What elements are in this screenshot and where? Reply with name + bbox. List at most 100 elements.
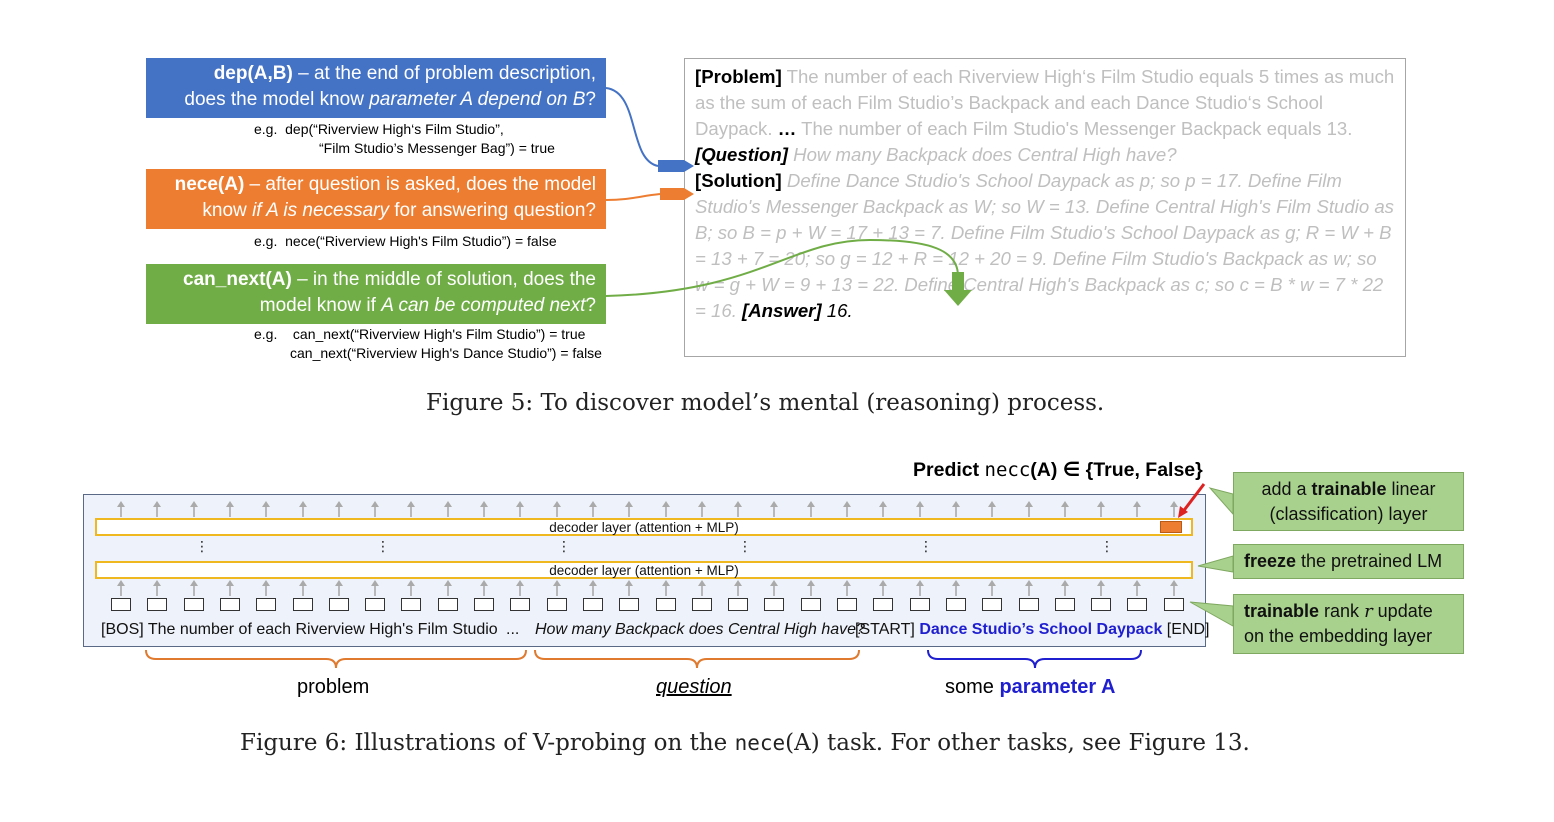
token-box [183, 598, 204, 611]
input-arrow-icon [334, 580, 343, 596]
nece-name: nece(A) [174, 174, 245, 195]
token-box [365, 598, 386, 611]
dep-arrow [658, 160, 694, 172]
rank-note-bold: trainable [1244, 601, 1320, 621]
token-box [546, 598, 567, 611]
output-arrow-icon [661, 501, 670, 517]
can-next-text-2a: model know if [259, 295, 382, 316]
output-arrow-icon [371, 501, 380, 517]
problem-tag: [Problem] [695, 66, 782, 87]
red-arrow-line [1180, 483, 1206, 514]
output-arrow-icon [552, 501, 561, 517]
predict-prefix: Predict [913, 459, 985, 481]
output-arrow-icon [189, 501, 198, 517]
solution-tag: [Solution] [695, 170, 782, 191]
dep-text-2a: does the model know [184, 89, 370, 110]
freeze-note-rest: the pretrained LM [1296, 551, 1443, 571]
answer-tag: [Answer] [742, 300, 822, 321]
output-arrow-icon [334, 501, 343, 517]
input-arrow-icon [915, 580, 924, 596]
token-box [945, 598, 966, 611]
output-arrow-icon [879, 501, 888, 517]
dep-name: dep(A,B) [213, 63, 293, 84]
can-next-definition-box: can_next(A) – in the middle of solution,… [146, 264, 606, 324]
can-next-example-1: e.g. can_next(“Riverview High's Film Stu… [254, 326, 586, 342]
token-box [474, 598, 494, 611]
parameter-label: some parameter A [945, 676, 1115, 699]
solution-text: Define Dance Studio's School Daypack as … [695, 170, 1394, 321]
predict-function: necc [984, 459, 1031, 481]
dep-example-1: e.g. dep(“Riverview High‘s Film Studio”, [254, 121, 504, 137]
nece-text-2b: if A is necessary [252, 200, 389, 221]
decoder-layer-top: decoder layer (attention + MLP) [95, 518, 1193, 536]
output-arrow-icon [588, 501, 597, 517]
input-arrow-icon [298, 580, 307, 596]
token-box [691, 598, 712, 611]
rank-update-note: trainable rank r update on the embedding… [1233, 594, 1464, 654]
token-box [256, 598, 277, 611]
dep-text-1: – at the end of problem description, [292, 63, 596, 84]
question-brace [534, 649, 860, 669]
input-arrow-icon [153, 580, 162, 596]
can-next-text-2c: ? [585, 295, 596, 316]
input-arrow-icon [951, 580, 960, 596]
red-arrow-head [1178, 506, 1188, 518]
rank-callout-pointer [1189, 601, 1234, 627]
token-box [909, 598, 930, 611]
predict-label: Predict necc(A) ∈ {True, False} [913, 458, 1203, 482]
seq-param: Dance Studio’s School Daypack [919, 621, 1163, 638]
freeze-callout-pointer [1197, 555, 1234, 573]
output-arrow-icon [1024, 501, 1033, 517]
linear-layer-note: add a trainable linear (classification) … [1233, 472, 1464, 531]
output-arrow-icon [117, 501, 125, 517]
seq-question: How many Backpack does Central High have… [535, 621, 865, 638]
input-arrow-icon [262, 580, 271, 596]
input-arrow-icon [371, 580, 380, 596]
token-box [582, 598, 603, 611]
input-arrow-icon [1097, 580, 1106, 596]
token-box [764, 598, 785, 611]
caption-6-part-1: Figure 6: Illustrations of V-probing on … [240, 730, 735, 756]
input-arrow-icon [552, 580, 561, 596]
linear-note-2: linear [1386, 479, 1436, 499]
caption-6-mono: nece [734, 731, 786, 755]
input-arrow-icon [843, 580, 851, 596]
parameter-label-prefix: some [945, 676, 1000, 698]
input-arrow-icon [480, 580, 488, 596]
input-arrow-icon [661, 580, 670, 596]
token-box [328, 598, 349, 611]
linear-note-3: (classification) layer [1269, 504, 1428, 524]
input-arrow-icon [734, 580, 743, 596]
linear-note-bold: trainable [1311, 479, 1387, 499]
nece-connector-line [605, 193, 661, 201]
output-arrow-icon [443, 501, 452, 517]
input-arrow-icon [988, 580, 997, 596]
input-arrow-icon [1024, 580, 1033, 596]
nece-text-1: – after question is asked, does the mode… [244, 174, 596, 195]
output-arrow-icon [734, 501, 743, 517]
seq-start: [START] [855, 621, 920, 638]
linear-callout-pointer [1208, 487, 1234, 516]
input-arrow-icon [443, 580, 452, 596]
problem-brace [145, 649, 527, 669]
output-arrow-icon [480, 501, 488, 517]
figure-5-caption: Figure 5: To discover model’s mental (re… [426, 390, 1105, 416]
parameter-brace [927, 649, 1142, 669]
rank-note-3: on the embedding layer [1244, 626, 1433, 646]
can-next-connector-line [605, 238, 959, 297]
nece-text-2c: for answering question? [388, 200, 596, 221]
output-arrow-icon [770, 501, 779, 517]
output-arrow-icon [262, 501, 271, 517]
output-arrow-icon [1097, 501, 1106, 517]
output-arrow-icon [697, 501, 706, 517]
input-arrow-icon [770, 580, 779, 596]
can-next-name: can_next(A) [183, 269, 292, 290]
output-arrow-icon [988, 501, 997, 517]
seq-problem: [BOS] The number of each Riverview High'… [101, 621, 498, 638]
question-label: question [656, 676, 732, 698]
input-arrow-icon [117, 580, 125, 596]
output-arrow-icon [1169, 501, 1178, 517]
output-arrow-icon [153, 501, 162, 517]
